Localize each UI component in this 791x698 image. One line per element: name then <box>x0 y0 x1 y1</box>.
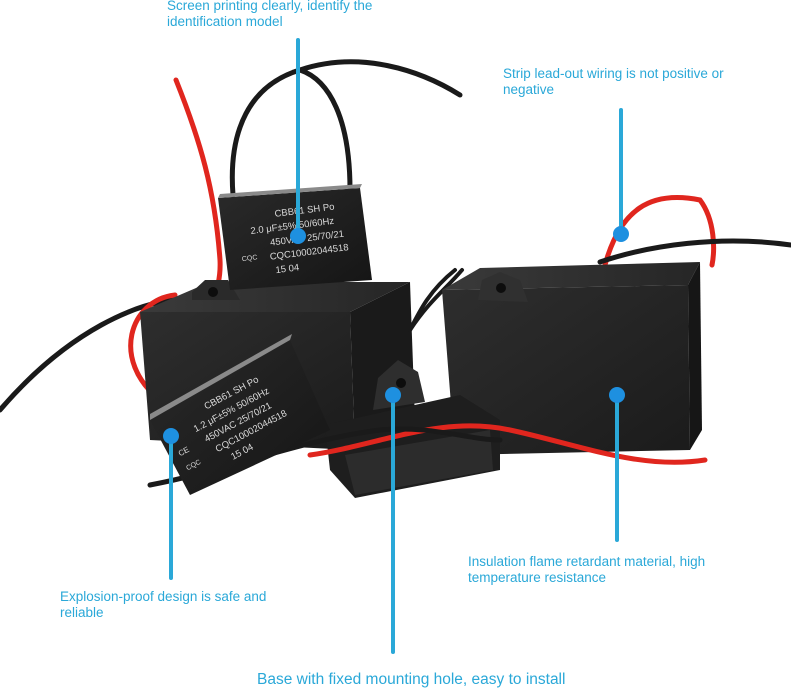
callout-explosion-proof: Explosion-proof design is safe and relia… <box>60 589 267 620</box>
callout-dots <box>163 226 629 444</box>
capacitor-base-front <box>325 360 500 498</box>
callout-lines <box>169 38 623 654</box>
dot-base-mounting <box>385 387 401 403</box>
dot-insulation <box>609 387 625 403</box>
capacitor-front: CBB61 SH Po 1.2 μF±5% 50/60Hz 450VAC 25/… <box>150 334 330 495</box>
callout-screen-printing: Screen printing clearly, identify the id… <box>167 0 373 29</box>
cap-top-line5: 15 04 <box>275 262 300 276</box>
dot-explosion-proof <box>163 428 179 444</box>
callout-base-mounting: Base with fixed mounting hole, easy to i… <box>257 671 566 688</box>
dot-screen-printing <box>290 228 306 244</box>
capacitor-box-right <box>442 262 702 455</box>
dot-strip-leadout <box>613 226 629 242</box>
callout-strip-leadout: Strip lead-out wiring is not positive or… <box>503 66 724 97</box>
callout-insulation: Insulation flame retardant material, hig… <box>468 554 706 585</box>
cap-top-mark: CQC <box>242 254 258 263</box>
